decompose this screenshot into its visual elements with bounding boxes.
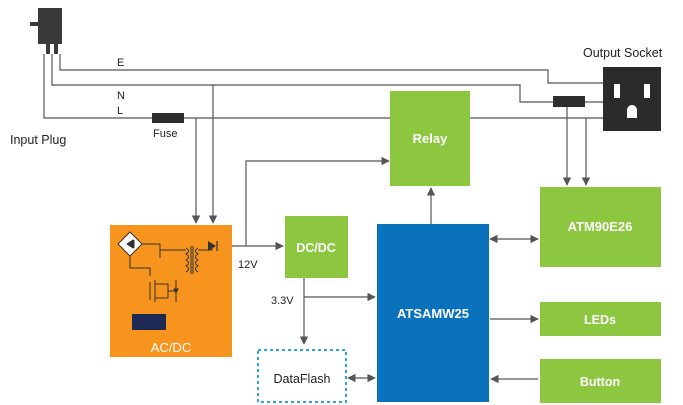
neutral-label: N: [117, 90, 125, 102]
output-socket-label: Output Socket: [583, 46, 663, 60]
dataflash-block: [257, 349, 347, 403]
dataflash-label: DataFlash: [274, 372, 331, 386]
atm90e26-label: ATM90E26: [568, 219, 633, 234]
acdc-block: AC/DC: [110, 225, 232, 357]
earth-label: E: [117, 57, 124, 69]
dcdc-label: DC/DC: [296, 241, 336, 255]
diode-icon: [208, 241, 218, 251]
line-label: L: [117, 105, 123, 117]
input-plug-label: Input Plug: [10, 133, 66, 147]
relay-label: Relay: [413, 131, 448, 146]
rectifier-icon: [117, 231, 161, 276]
acdc-label: AC/DC: [151, 340, 191, 355]
dcdc-block: [285, 216, 348, 278]
input-plug-icon: [30, 8, 62, 54]
atsamw25-label: ATSAMW25: [397, 306, 469, 321]
transformer-icon: [160, 244, 213, 274]
fuse-label: Fuse: [153, 128, 177, 140]
v33-label: 3.3V: [271, 295, 294, 307]
leds-block: [540, 302, 661, 336]
fuse-icon: [152, 113, 184, 123]
v12-label: 12V: [238, 259, 258, 271]
output-socket-icon: [603, 67, 661, 131]
mosfet-icon: [149, 280, 179, 302]
atm90e26-block: [540, 187, 661, 267]
shunt-icon: [553, 96, 585, 107]
button-block: [540, 359, 661, 403]
button-label: Button: [580, 375, 620, 389]
relay-block: [390, 91, 470, 186]
connections: [191, 85, 591, 384]
leds-label: LEDs: [584, 313, 616, 327]
mains-wires: [43, 54, 603, 119]
atsamw25-block: [377, 224, 489, 402]
controller-ic-icon: [132, 314, 166, 330]
